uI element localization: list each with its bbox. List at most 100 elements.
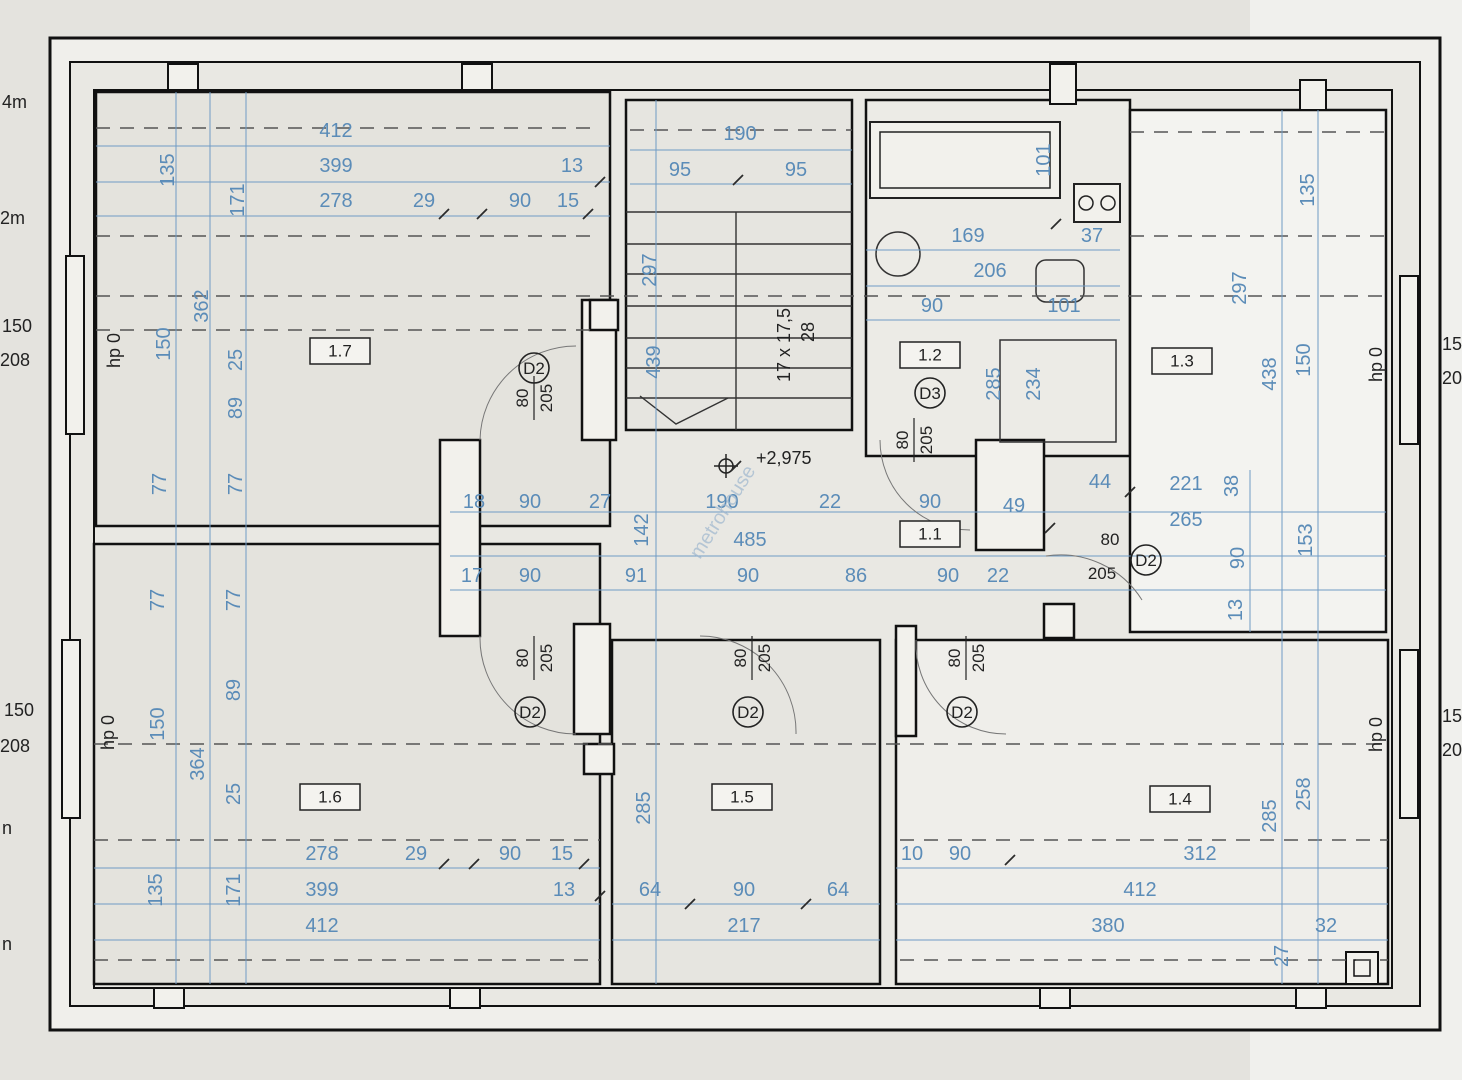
room-label-1-3: 1.3 xyxy=(1151,347,1213,375)
dimension-value: 399 xyxy=(305,879,338,901)
dimension-value: 90 xyxy=(737,565,759,587)
dimension-value: 27 xyxy=(589,491,611,513)
dimension-tick xyxy=(1124,486,1136,498)
dashed-lines xyxy=(94,127,1390,961)
dimension-value: 86 xyxy=(845,565,867,587)
dimension-value: 150 xyxy=(147,707,169,740)
dimension-value: 29 xyxy=(405,843,427,865)
margin-label: 20 xyxy=(1442,740,1462,760)
dimension-value: 439 xyxy=(643,345,665,378)
dimension-value: 13 xyxy=(553,879,575,901)
svg-text:80: 80 xyxy=(893,431,912,450)
dimension-tick xyxy=(476,208,488,220)
dimension-value: 101 xyxy=(1033,143,1055,176)
hp-label-left-top: hp 0 xyxy=(104,333,124,368)
dimension-value: 22 xyxy=(819,491,841,513)
dimension-value: 135 xyxy=(1297,173,1319,206)
hp-label-left-bottom: hp 0 xyxy=(98,715,118,750)
dimension-value: 90 xyxy=(919,491,941,513)
stair-spec: 17 x 17,5 28 xyxy=(774,308,818,382)
hp-label-right-bottom: hp 0 xyxy=(1366,717,1386,752)
dimension-tick xyxy=(594,890,606,902)
svg-text:D3: D3 xyxy=(919,384,941,403)
margin-label: 150 xyxy=(2,316,32,336)
dimension-value: 32 xyxy=(1315,915,1337,937)
dimension-value: 64 xyxy=(827,879,849,901)
dimension-value: 49 xyxy=(1003,495,1025,517)
dimension-value: 90 xyxy=(921,295,943,317)
dimension-value: 15 xyxy=(557,190,579,212)
margin-label: 208 xyxy=(0,736,30,756)
margin-label: 20 xyxy=(1442,368,1462,388)
dimension-value: 101 xyxy=(1047,295,1080,317)
dimension-value: 438 xyxy=(1259,357,1281,390)
dimension-value: 18 xyxy=(463,491,485,513)
dimension-value: 25 xyxy=(225,349,247,371)
dimension-value: 90 xyxy=(949,843,971,865)
stair-spec-text: 17 x 17,5 xyxy=(774,308,794,382)
svg-text:D2: D2 xyxy=(1135,551,1157,570)
svg-text:80: 80 xyxy=(945,649,964,668)
svg-text:1.6: 1.6 xyxy=(318,787,342,806)
dimension-tick xyxy=(730,460,742,472)
dimension-tick xyxy=(438,858,450,870)
stair-treads xyxy=(626,211,852,430)
dimension-value: 217 xyxy=(727,915,760,937)
dimension-value: 399 xyxy=(319,155,352,177)
dimension-value: 135 xyxy=(157,153,179,186)
dimension-value: 380 xyxy=(1091,915,1124,937)
svg-text:205: 205 xyxy=(969,644,988,672)
dimension-value: 27 xyxy=(1271,945,1293,967)
dimension-value: 91 xyxy=(625,565,647,587)
level-text: +2,975 xyxy=(756,448,812,468)
dimension-value: 90 xyxy=(519,565,541,587)
margin-label: 2m xyxy=(0,208,25,228)
dimension-tick xyxy=(684,898,696,910)
dimension-value: 265 xyxy=(1169,509,1202,531)
svg-text:205: 205 xyxy=(917,426,936,454)
room-label-1-5: 1.5 xyxy=(711,783,773,811)
room-label-1-6: 1.6 xyxy=(299,783,361,811)
dimension-value: 38 xyxy=(1221,475,1243,497)
margin-label: 208 xyxy=(0,350,30,370)
dimension-value: 90 xyxy=(733,879,755,901)
dimension-tick xyxy=(578,858,590,870)
door-size: 80 205 xyxy=(945,636,988,680)
svg-text:205: 205 xyxy=(537,644,556,672)
svg-text:80: 80 xyxy=(513,389,532,408)
dimension-value: 362 xyxy=(191,289,213,322)
dimension-value: 190 xyxy=(723,123,756,145)
dimension-value: 364 xyxy=(187,747,209,780)
svg-text:D2: D2 xyxy=(951,703,973,722)
dimension-value: 190 xyxy=(705,491,738,513)
dimension-value: 150 xyxy=(1293,343,1315,376)
dimension-tick xyxy=(468,858,480,870)
dimension-value: 95 xyxy=(785,159,807,181)
svg-text:1.3: 1.3 xyxy=(1170,351,1194,370)
dimension-tick xyxy=(1044,522,1056,534)
dimension-value: 90 xyxy=(519,491,541,513)
dimension-value: 13 xyxy=(561,155,583,177)
dimension-value: 171 xyxy=(227,183,249,216)
dimension-value: 77 xyxy=(149,473,171,495)
margin-label: n xyxy=(2,934,12,954)
dimension-value: 206 xyxy=(973,260,1006,282)
hp-label-right-top: hp 0 xyxy=(1366,347,1386,382)
svg-text:80: 80 xyxy=(1101,530,1120,549)
door-size: 80 205 xyxy=(893,418,936,462)
dimension-value: 153 xyxy=(1295,523,1317,556)
dimension-tick xyxy=(1004,854,1016,866)
svg-text:D2: D2 xyxy=(523,359,545,378)
dimension-value: 90 xyxy=(937,565,959,587)
svg-text:205: 205 xyxy=(1088,564,1116,583)
dimension-value: 22 xyxy=(987,565,1009,587)
svg-text:205: 205 xyxy=(755,644,774,672)
dimension-value: 221 xyxy=(1169,473,1202,495)
dimension-value: 37 xyxy=(1081,225,1103,247)
dimension-tick xyxy=(438,208,450,220)
dimension-value: 29 xyxy=(413,190,435,212)
